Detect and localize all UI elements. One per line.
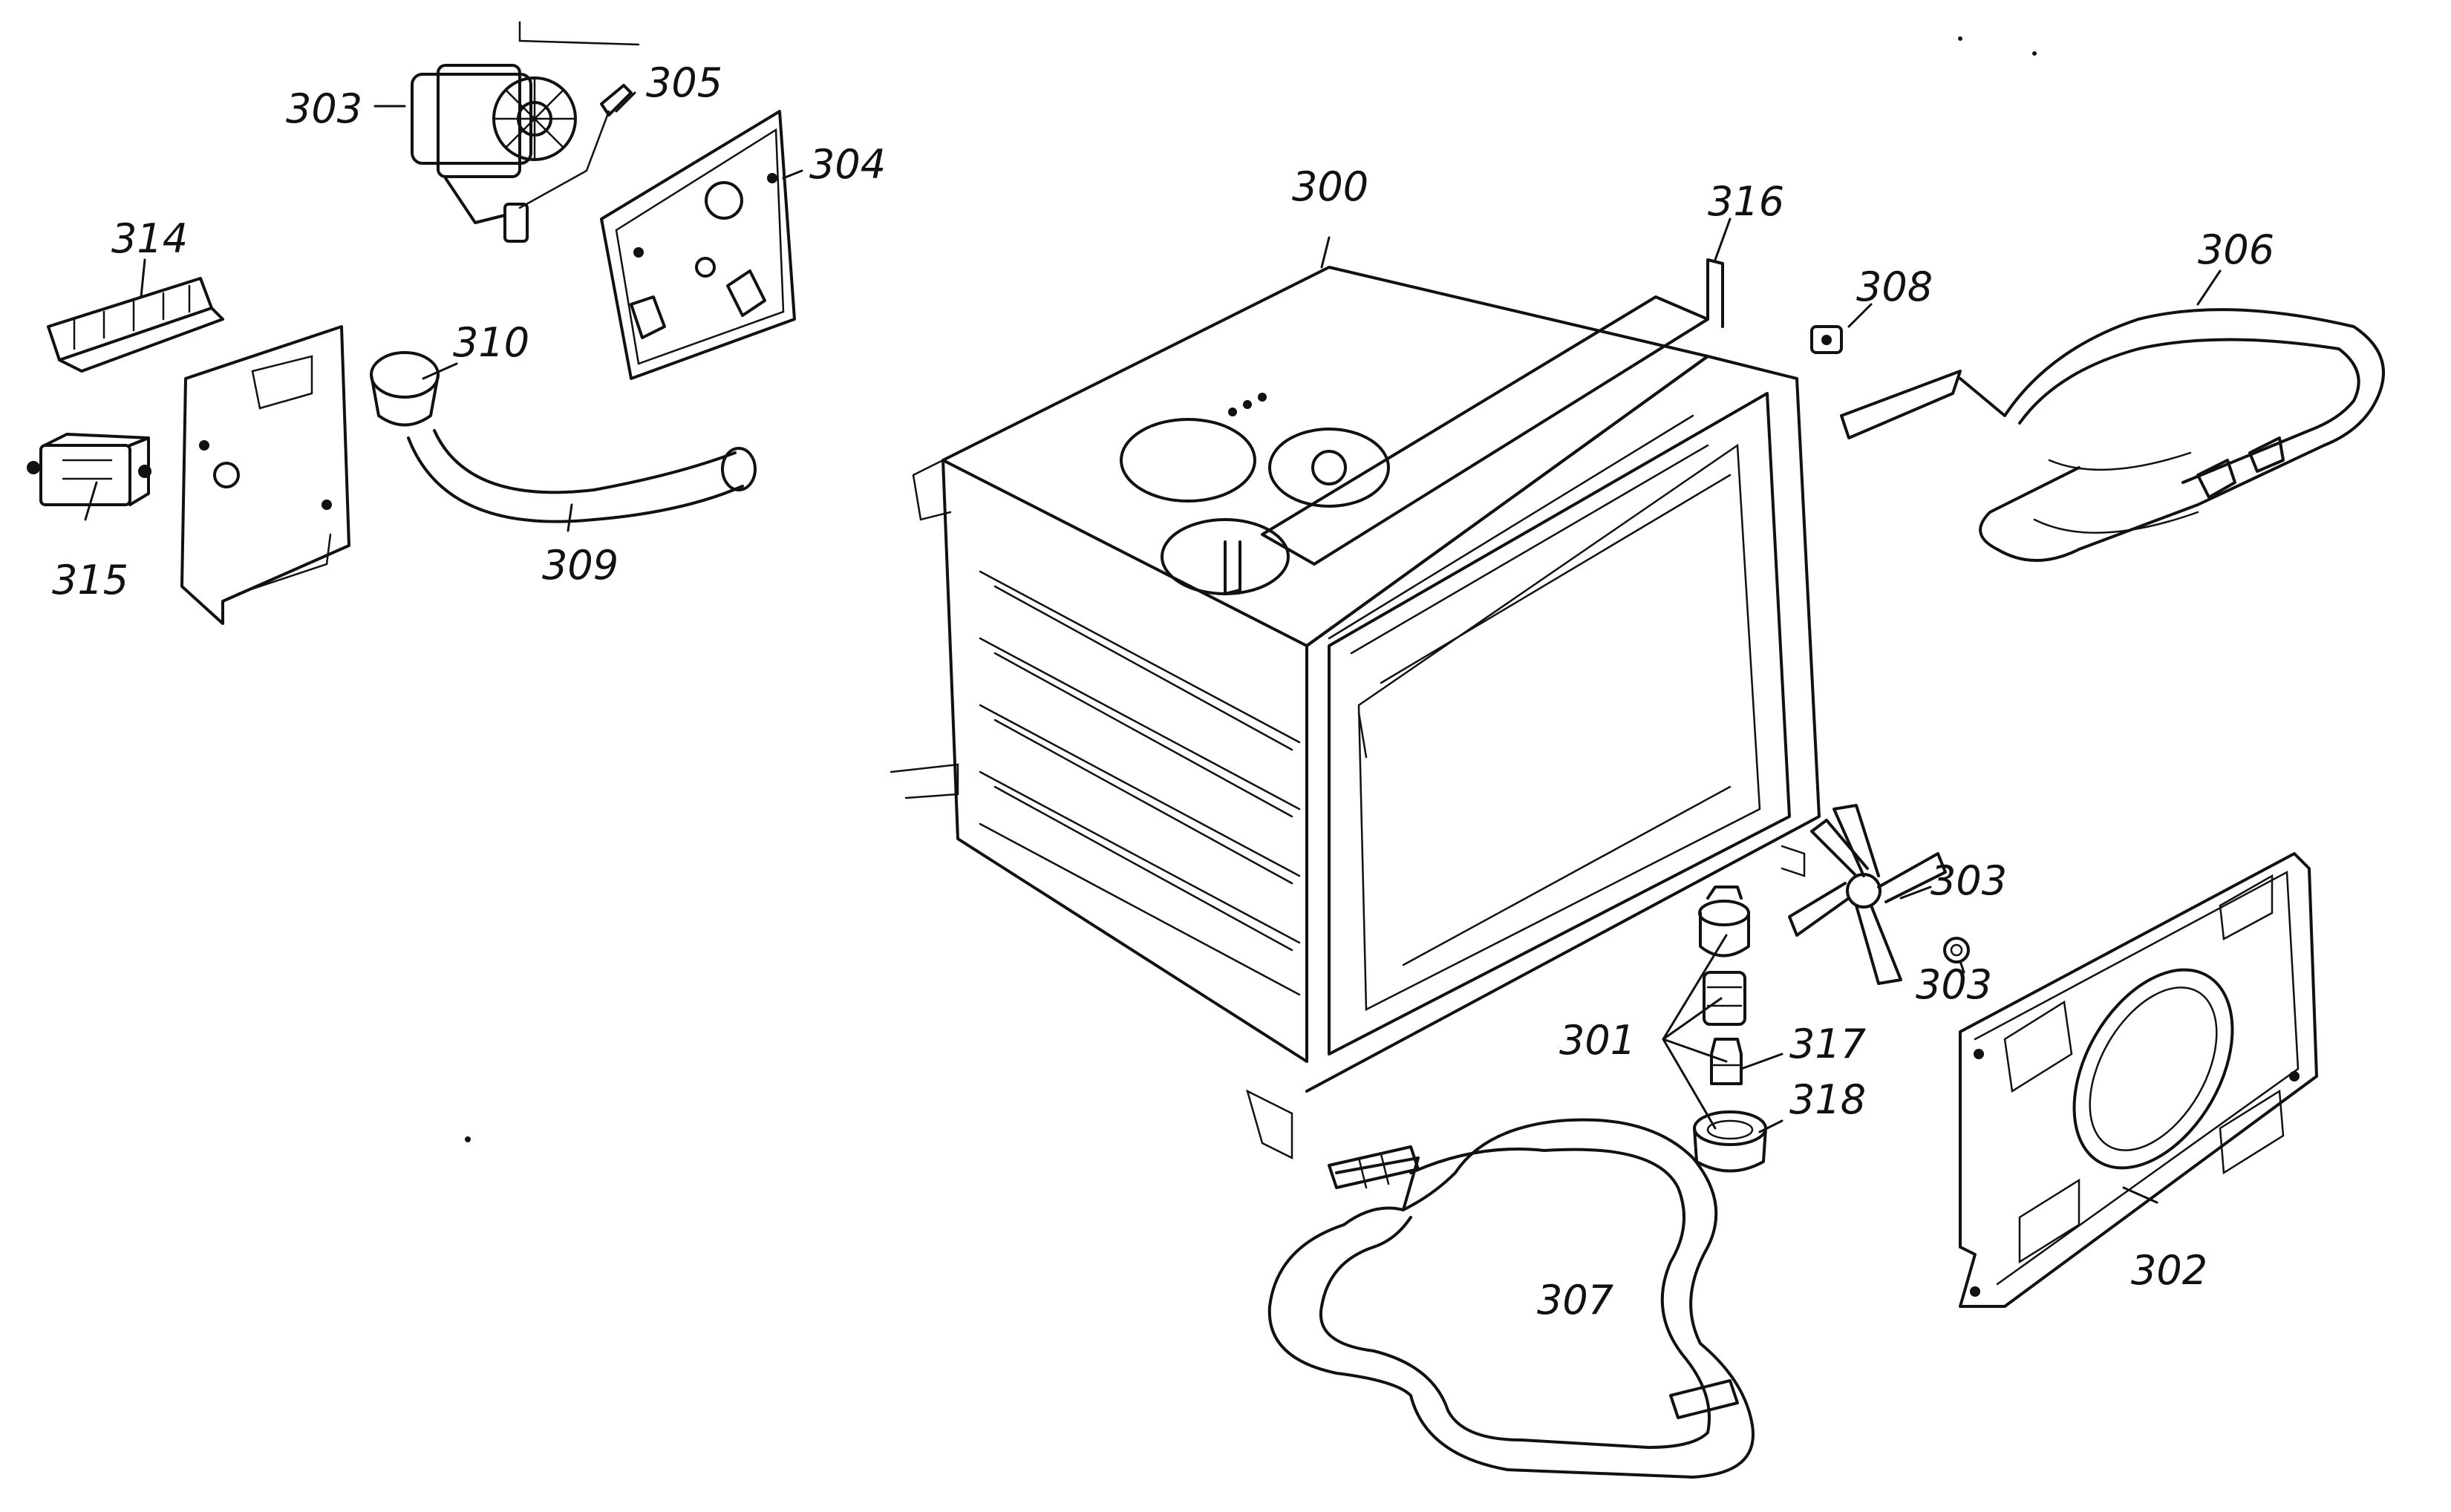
fan-motor [411, 21, 640, 243]
label-307: 307 [1537, 1277, 1613, 1323]
oven-cavity [890, 266, 1821, 1160]
lamp-bulb [1710, 1038, 1743, 1085]
label-302: 302 [2131, 1247, 2207, 1294]
label-315: 315 [52, 557, 128, 603]
switch-unit [27, 433, 151, 506]
fan-nut [1943, 937, 1970, 963]
leader-lines [84, 91, 2222, 1204]
label-301: 301 [1559, 1017, 1636, 1064]
scan-speck [465, 1136, 471, 1142]
label-300: 300 [1292, 163, 1368, 210]
terminal-block [47, 277, 224, 373]
hose-connector [370, 351, 440, 427]
scan-speck [1958, 36, 1962, 41]
element-bracket [1810, 325, 1843, 354]
label-314: 314 [111, 215, 188, 262]
clip [600, 84, 633, 117]
label-305: 305 [646, 59, 722, 106]
label-303-nut: 303 [1916, 961, 1992, 1008]
bottom-heating-element [1267, 1118, 1755, 1479]
label-316: 316 [1708, 178, 1784, 225]
mounting-plate [180, 325, 350, 625]
motor-bracket [600, 110, 796, 380]
lamp-glass [1693, 1110, 1767, 1173]
label-309: 309 [542, 542, 619, 589]
rear-fan-cover [1959, 852, 2318, 1308]
top-strip [1224, 258, 1724, 595]
label-310: 310 [453, 319, 529, 366]
scan-speck [2032, 51, 2037, 56]
label-303-fan-blade: 303 [1931, 857, 2007, 904]
label-318: 318 [1789, 1076, 1866, 1123]
label-306: 306 [2198, 226, 2274, 273]
lamp-holder [1703, 971, 1746, 1026]
drain-hose [407, 429, 757, 523]
grill-element [1840, 308, 2385, 562]
label-303-motor: 303 [286, 85, 362, 132]
lamp-cover [1698, 886, 1750, 958]
label-304: 304 [809, 141, 886, 188]
label-317: 317 [1789, 1021, 1866, 1067]
label-308: 308 [1856, 264, 1933, 310]
fan-blade [1788, 804, 1947, 985]
